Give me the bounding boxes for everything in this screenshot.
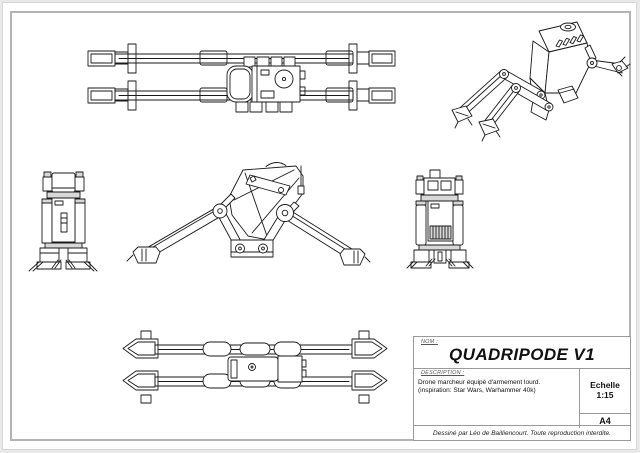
view-isometric: [451, 21, 631, 142]
view-back: [406, 169, 474, 269]
title-block-name-row: NOM : QUADRIPODE V1: [414, 337, 630, 369]
description-line: Drone marcheur équipé d'armement lourd.: [418, 379, 541, 386]
description-line: (inspiration: Star Wars, Warhammer 40k): [418, 387, 536, 394]
credit-line: Dessiné par Léo de Bailliencourt. Toute …: [414, 425, 630, 440]
name-label: NOM :: [421, 339, 438, 345]
scale-format-column: Echelle 1:15 A4: [579, 368, 630, 428]
scale-value: 1:15: [596, 389, 614, 400]
drawing-title: QUADRIPODE V1: [449, 345, 595, 364]
description-text: Drone marcheur équipé d'armement lourd. …: [418, 379, 577, 395]
description-label: DESCRIPTION :: [421, 370, 465, 376]
paper-format-cell: A4: [599, 415, 611, 426]
title-block-middle-row: DESCRIPTION : Drone marcheur équipé d'ar…: [414, 368, 630, 428]
scale-cell: Echelle 1:15: [580, 368, 630, 414]
description-cell: DESCRIPTION : Drone marcheur équipé d'ar…: [414, 368, 579, 428]
view-side: [126, 162, 371, 266]
scale-label: Echelle: [590, 380, 620, 390]
view-top: [87, 43, 396, 113]
view-front: [28, 171, 98, 272]
title-block: NOM : QUADRIPODE V1 DESCRIPTION : Drone …: [413, 336, 631, 441]
view-bottom: [122, 330, 388, 404]
sheet-border-frame: [10, 11, 631, 441]
